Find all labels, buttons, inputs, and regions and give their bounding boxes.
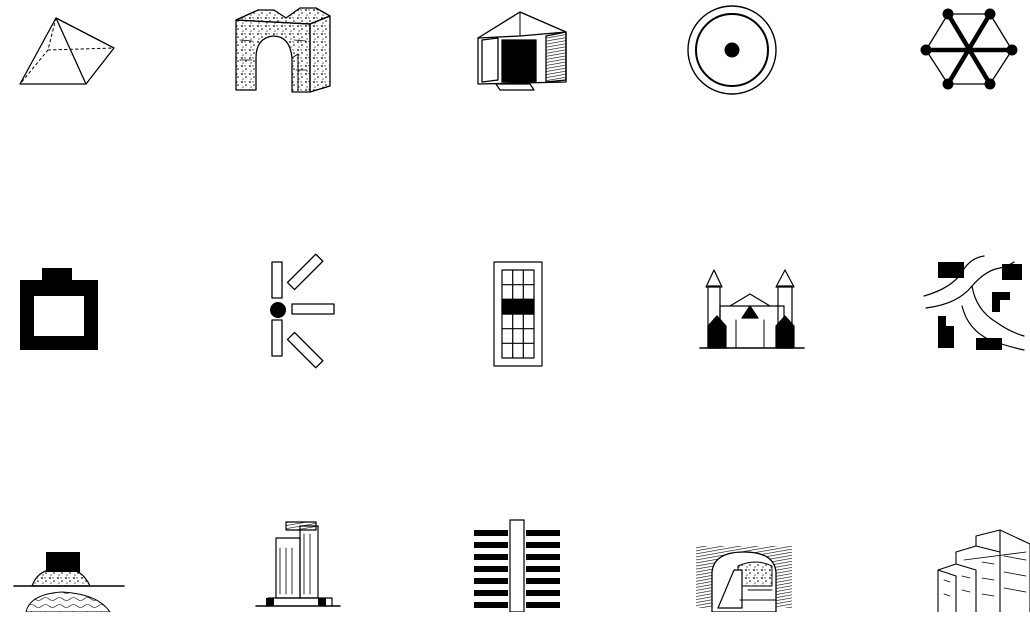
pyramid-icon — [20, 18, 114, 84]
stone-archway-icon — [236, 8, 330, 92]
site-plan-road-icon — [924, 256, 1024, 350]
office-tower-icon — [256, 522, 340, 606]
concentric-circles-icon — [688, 6, 776, 94]
castle-towers-icon — [700, 270, 804, 348]
stepped-wall-perspective-icon — [938, 530, 1030, 612]
open-doorway-house-icon — [478, 12, 566, 90]
tunnel-entrance-icon — [696, 546, 792, 612]
grid-tower-elevation-icon — [494, 262, 542, 366]
hexagon-star-icon — [921, 9, 1018, 90]
closed-square-icon — [20, 268, 98, 350]
cairn-on-mound-icon — [14, 552, 124, 612]
spine-plan-icon — [474, 520, 560, 612]
radiating-wings-icon — [270, 254, 334, 368]
